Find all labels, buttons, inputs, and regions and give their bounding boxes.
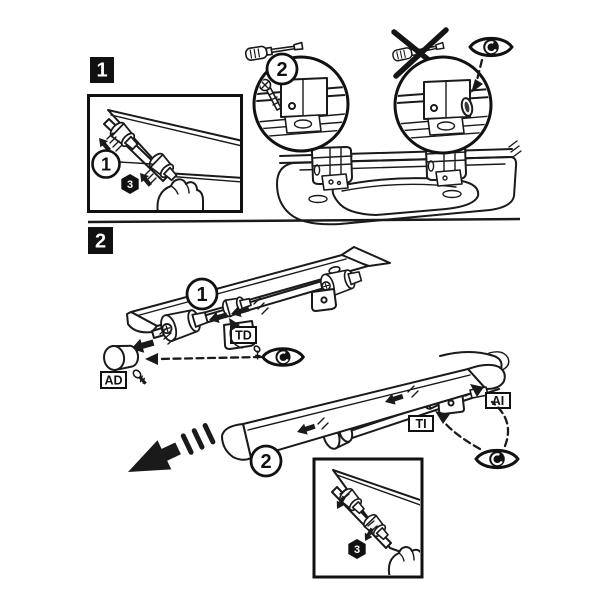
motion-stripes <box>180 423 216 455</box>
end-cap-ad <box>103 344 140 371</box>
motion-hatching <box>317 417 329 430</box>
motion-hatching <box>143 169 157 185</box>
screw-icon <box>253 345 261 360</box>
section-2: 2 <box>88 227 520 579</box>
seat-lid-rear-view <box>276 140 522 226</box>
svg-text:3: 3 <box>127 179 133 191</box>
hand-illustration <box>156 178 204 210</box>
pointer-arrowhead <box>471 79 483 93</box>
screw-icon <box>258 78 282 111</box>
pointer-arrowhead <box>145 353 158 365</box>
svg-text:AD: AD <box>104 374 122 388</box>
inspect-leader <box>475 58 484 82</box>
svg-text:2: 2 <box>260 451 271 473</box>
svg-text:1: 1 <box>101 155 111 175</box>
motion-hatching <box>407 385 419 398</box>
motion-hatching <box>367 520 378 532</box>
leader-curve <box>229 326 243 349</box>
circled-step-2: 2 <box>265 52 299 86</box>
eye-icon <box>261 347 305 367</box>
hinge-block <box>423 79 471 120</box>
hinge-clamp-left <box>311 146 353 191</box>
label-ad: AD <box>100 371 127 389</box>
strip-end-cap <box>221 423 252 461</box>
unscrew-magnifier: 2 <box>252 52 350 153</box>
motion-hatching <box>159 327 176 345</box>
pointer-arrowhead <box>229 318 240 331</box>
svg-text:1: 1 <box>196 284 207 306</box>
svg-text:AI: AI <box>492 394 505 408</box>
pointer-arrowhead <box>435 411 450 424</box>
inspect-leader <box>490 400 510 448</box>
grip-hinges-inset: 1 3 <box>87 94 243 213</box>
big-remove-arrow <box>128 440 181 472</box>
hex-step-3-badge: 3 <box>348 539 366 559</box>
hinge-bracket <box>311 288 337 312</box>
svg-text:TD: TD <box>235 329 252 343</box>
step-1-number: 1 <box>96 60 107 82</box>
screw-icon <box>132 369 147 385</box>
eye-icon <box>468 36 514 58</box>
step-2-badge: 2 <box>88 227 113 254</box>
step-2-number: 2 <box>95 231 106 253</box>
motion-hatching <box>106 132 123 152</box>
circled-step-1: 1 <box>91 149 121 179</box>
motion-hatching <box>339 488 350 500</box>
pointer-arrowhead <box>470 384 484 397</box>
lid-corner <box>467 363 506 390</box>
section-1: 1 <box>87 27 522 226</box>
leader-line <box>118 161 153 165</box>
svg-text:TI: TI <box>415 417 426 431</box>
label-td: TD <box>230 326 257 344</box>
svg-text:3: 3 <box>354 544 360 556</box>
circled-step-1: 1 <box>185 277 219 311</box>
remove-fittings-figure: 1 TD AD <box>100 246 391 389</box>
step-1-badge: 1 <box>90 57 114 83</box>
circled-step-2: 2 <box>249 444 283 478</box>
bushing-nut <box>317 264 365 300</box>
motion-hatching <box>253 297 269 315</box>
hand-illustration <box>387 546 420 575</box>
label-ai: AI <box>485 392 511 409</box>
slide-bar-out-figure: 2 TI AI <box>128 351 520 478</box>
grip-hinges-inset-2: 3 <box>312 457 424 579</box>
inspect-magnifier <box>393 55 493 155</box>
svg-text:2: 2 <box>276 59 287 81</box>
hex-step-3-badge: 3 <box>121 174 139 194</box>
inspect-leader <box>442 420 482 451</box>
eye-icon <box>474 448 520 470</box>
inspect-leader <box>156 355 263 361</box>
section-divider <box>87 217 521 224</box>
hinge-block <box>280 77 328 118</box>
label-ti: TI <box>408 415 434 432</box>
retainer-clip <box>460 97 474 117</box>
